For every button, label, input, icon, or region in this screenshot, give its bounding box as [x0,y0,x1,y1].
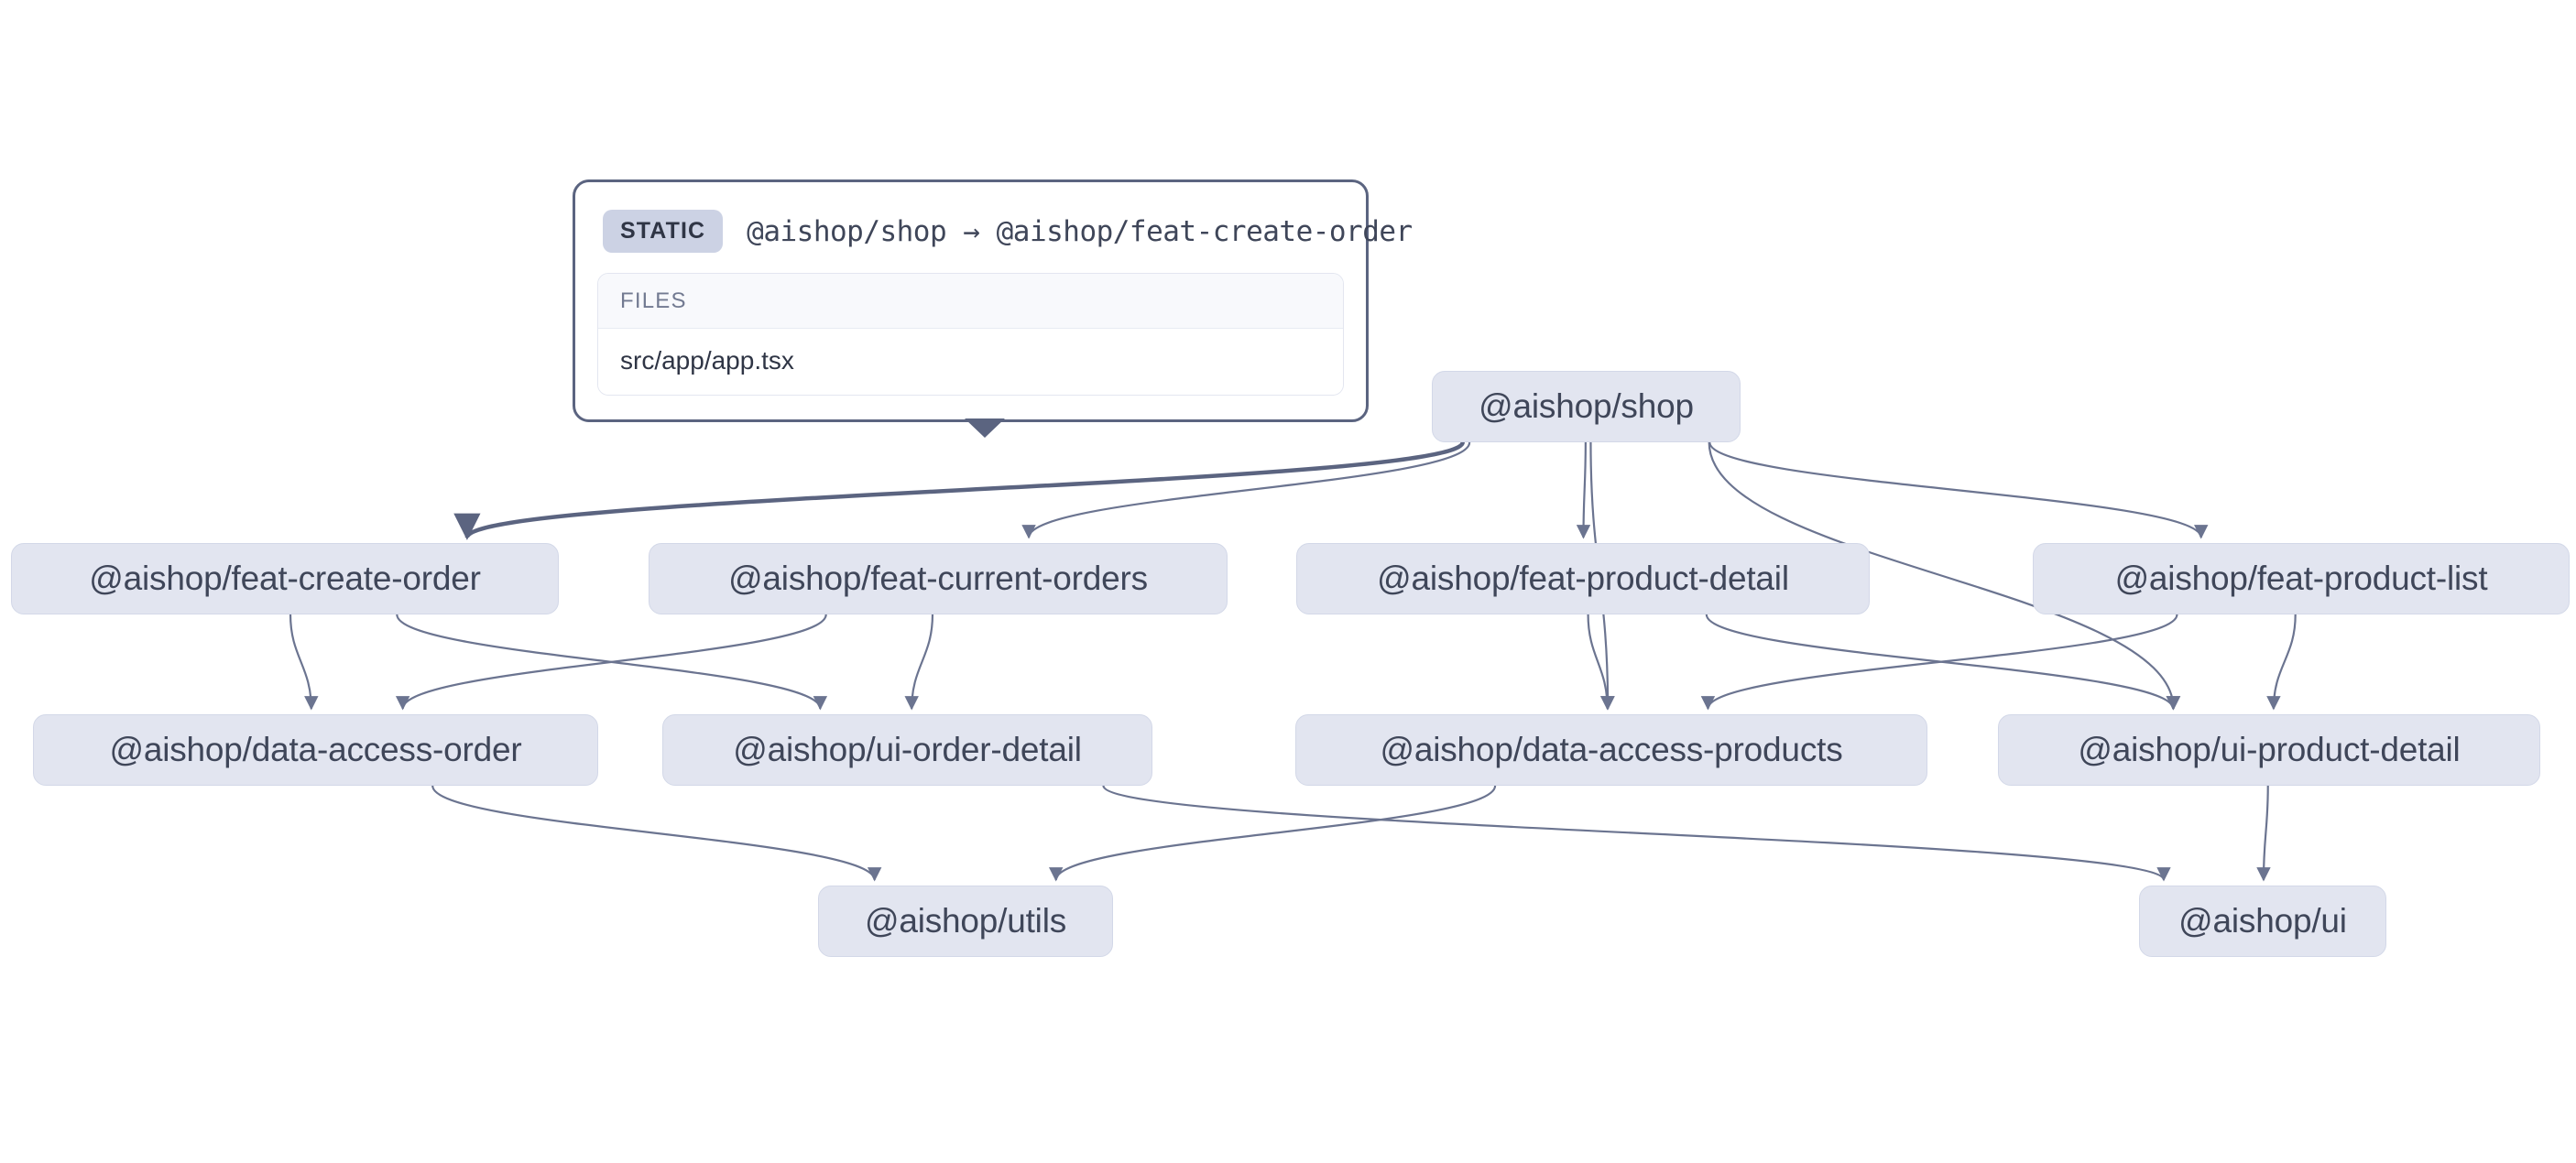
tooltip-pointer-icon [965,418,1005,438]
files-header: FILES [598,274,1343,329]
graph-node-feat-current-orders[interactable]: @aishop/feat-current-orders [649,543,1228,614]
edge-feat-create-order-to-ui-order-detail [396,614,827,711]
dependency-tooltip-card[interactable]: STATIC @aishop/shop → @aishop/feat-creat… [573,179,1413,438]
files-list: src/app/app.tsx [598,329,1343,395]
static-badge: STATIC [603,210,724,253]
edge-shop-to-feat-product-list [1708,441,2209,539]
graph-node-data-access-products[interactable]: @aishop/data-access-products [1295,714,1927,786]
graph-node-ui[interactable]: @aishop/ui [2139,886,2386,957]
graph-node-feat-product-detail[interactable]: @aishop/feat-product-detail [1296,543,1870,614]
tooltip-title: @aishop/shop → @aishop/feat-create-order [747,214,1413,248]
edge-ui-order-detail-to-ui [1102,785,2171,882]
edge-shop-to-feat-current-orders [1021,441,1471,539]
graph-node-shop[interactable]: @aishop/shop [1432,371,1741,442]
edge-feat-create-order-to-data-access-order [289,614,319,711]
edge-feat-product-list-to-ui-product-detail [2266,614,2297,711]
edge-shop-to-feat-product-detail [1576,441,1591,539]
edge-data-access-products-to-utils [1049,785,1497,882]
tooltip-header: STATIC @aishop/shop → @aishop/feat-creat… [597,202,1413,273]
edge-feat-product-detail-to-ui-product-detail [1705,614,2180,711]
graph-node-ui-product-detail[interactable]: @aishop/ui-product-detail [1998,714,2540,786]
edge-feat-current-orders-to-data-access-order [396,614,827,711]
edge-shop-to-feat-create-order [453,440,1465,540]
edge-feat-current-orders-to-ui-order-detail [904,614,934,711]
files-panel: FILES src/app/app.tsx [597,273,1344,396]
edge-feat-product-list-to-data-access-products [1700,614,2178,711]
graph-node-ui-order-detail[interactable]: @aishop/ui-order-detail [662,714,1152,786]
graph-node-feat-create-order[interactable]: @aishop/feat-create-order [11,543,559,614]
graph-node-utils[interactable]: @aishop/utils [818,886,1113,957]
edge-ui-product-detail-to-ui [2256,785,2271,882]
edge-feat-product-detail-to-data-access-products [1587,614,1615,711]
file-row[interactable]: src/app/app.tsx [598,329,1343,395]
graph-node-feat-product-list[interactable]: @aishop/feat-product-list [2033,543,2570,614]
graph-node-data-access-order[interactable]: @aishop/data-access-order [33,714,598,786]
edge-data-access-order-to-utils [431,785,882,882]
